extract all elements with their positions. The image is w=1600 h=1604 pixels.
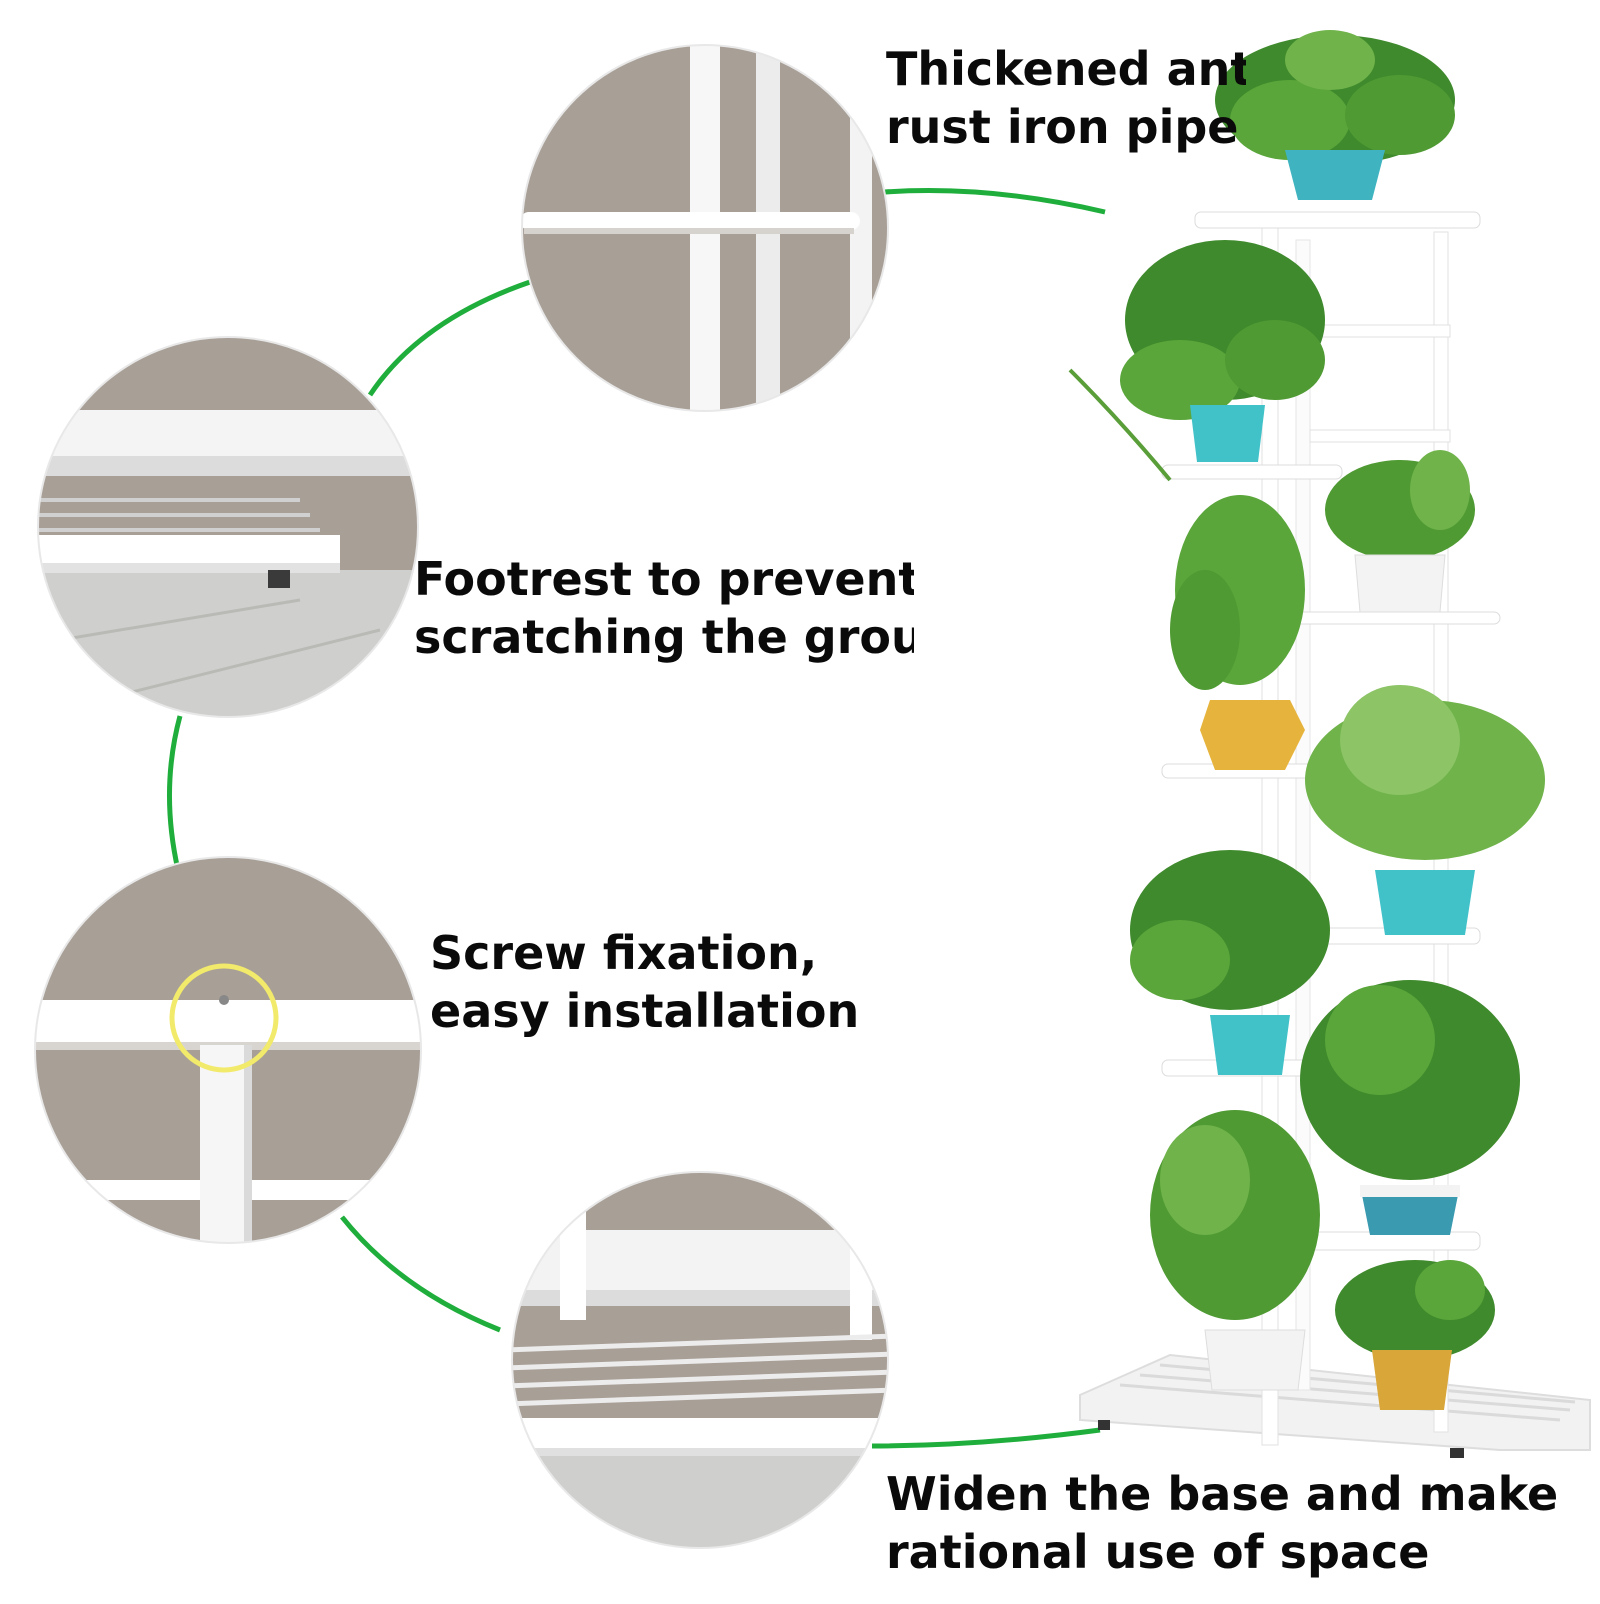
connector-pipe-to-footrest — [367, 279, 531, 397]
connector-base-to-stand — [871, 1427, 1101, 1449]
caption-base-line1: Widen the base and make — [886, 1467, 1559, 1521]
magnified-base-detail — [512, 1172, 888, 1548]
caption-footrest-line2: scratching the groun — [414, 610, 914, 664]
caption-base: Widen the base and make rational use of … — [886, 1465, 1586, 1581]
magnified-footrest-detail — [38, 337, 418, 717]
plant-palm — [1150, 1110, 1320, 1391]
plant-bamboo — [1300, 980, 1520, 1235]
plant-monstera — [1068, 240, 1325, 482]
connector-arcs — [166, 188, 1106, 1449]
caption-base-line2: rational use of space — [886, 1525, 1430, 1579]
plant-stand-product — [1068, 30, 1591, 1458]
plant-tall-leaves — [1170, 495, 1305, 770]
base-detail-rim — [511, 1171, 889, 1549]
plant-small-palm — [1335, 1260, 1495, 1410]
caption-footrest-line1: Footrest to prevent — [414, 552, 914, 606]
pipe-detail-rim — [521, 44, 889, 412]
plant-top — [1215, 30, 1455, 200]
caption-pipe-line1: Thickened anti — [886, 42, 1246, 96]
caption-screw-line2: easy installation — [430, 984, 860, 1038]
connector-footrest-to-screw — [166, 715, 183, 871]
magnified-screw-detail — [35, 857, 421, 1243]
plant-monstera-lower — [1130, 850, 1330, 1075]
screw-detail-rim — [34, 856, 422, 1244]
caption-screw-line1: Screw fixation, — [430, 926, 818, 980]
caption-footrest: Footrest to prevent scratching the groun — [414, 550, 914, 666]
plant-snake-small — [1325, 450, 1475, 613]
plant-fern — [1305, 685, 1545, 935]
caption-pipe-line2: rust iron pipe — [886, 100, 1239, 154]
magnified-pipe-detail — [522, 45, 888, 411]
connector-pipe-to-stand — [884, 188, 1106, 215]
caption-screw: Screw fixation, easy installation — [430, 924, 870, 1040]
footrest-detail-rim — [37, 336, 419, 718]
connector-screw-to-base — [340, 1215, 501, 1333]
caption-pipe: Thickened anti rust iron pipe — [886, 40, 1246, 156]
